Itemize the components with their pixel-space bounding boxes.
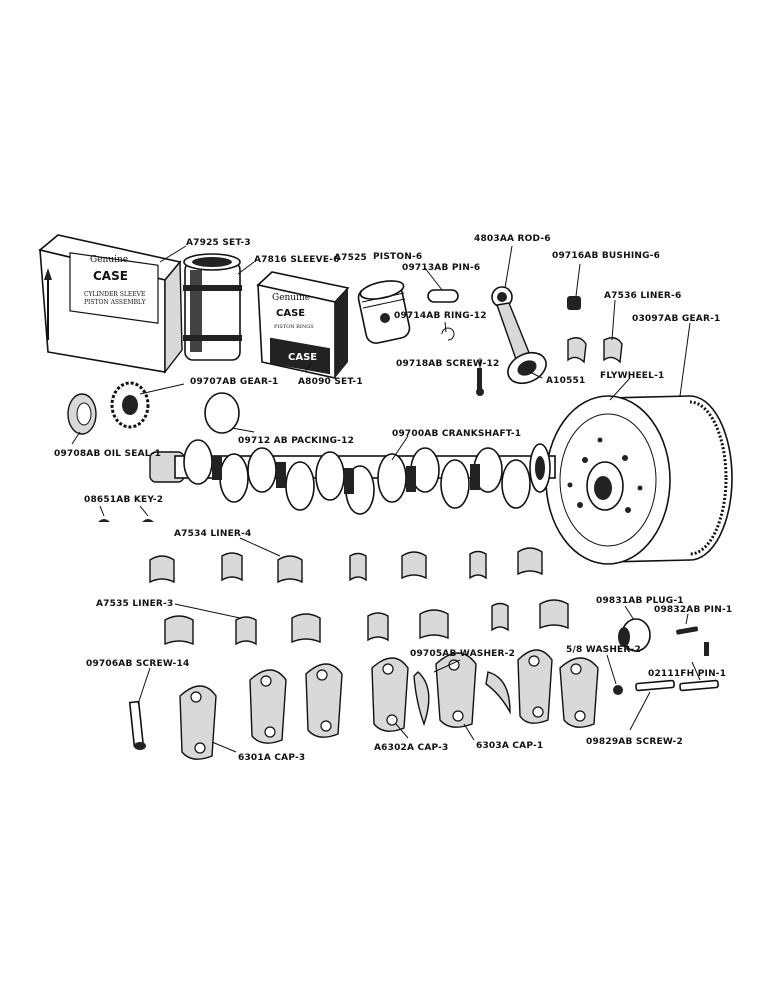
label-a10551: A10551 [546, 376, 585, 386]
sleeve-set-box: Genuine CASE CYLINDER SLEEVE PISTON ASSE… [38, 234, 183, 375]
package-case-logo: CASE [93, 269, 128, 283]
label-packing: 09712 AB PACKING-12 [238, 436, 354, 446]
package-line2: PISTON ASSEMBLY [84, 299, 147, 306]
label-flywheel: FLYWHEEL-1 [600, 371, 665, 381]
label-screw2: 09829AB SCREW-2 [586, 737, 683, 747]
ringset-case-logo: CASE [276, 308, 305, 319]
flywheel [545, 395, 733, 565]
main-liner-row-lower [164, 599, 569, 646]
piston [357, 280, 411, 344]
label-a7525: A7525 [334, 253, 367, 263]
key-left [98, 519, 110, 522]
dowel-pin-09832 [676, 626, 699, 635]
washer-5-8 [613, 685, 623, 695]
label-a7816: A7816 SLEEVE-6 [254, 255, 340, 265]
snap-ring [441, 327, 455, 341]
label-liner3: A7535 LINER-3 [96, 599, 173, 609]
oil-seal [67, 393, 97, 435]
cap-screw [128, 700, 146, 750]
label-rod: 4803AA ROD-6 [474, 234, 551, 244]
label-screw14: 09706AB SCREW-14 [86, 659, 189, 669]
label-a8090: A8090 SET-1 [298, 377, 363, 387]
label-pin6: 09713AB PIN-6 [402, 263, 480, 273]
label-cap6303: 6303A CAP-1 [476, 741, 543, 751]
package-line1: CYLINDER SLEEVE [84, 291, 145, 298]
packing-ring [204, 392, 240, 434]
piston-pin [427, 289, 459, 303]
piston-ring-set-box: Genuine CASE PISTON RINGS CASE [256, 271, 350, 379]
label-bushing: 09716AB BUSHING-6 [552, 251, 660, 261]
flywheel-screws [635, 679, 719, 692]
label-washer2: 09705AB WASHER-2 [410, 649, 515, 659]
label-gear09707: 09707AB GEAR-1 [190, 377, 279, 387]
cylinder-sleeve [183, 253, 242, 361]
label-gear1: 03097AB GEAR-1 [632, 314, 721, 324]
label-ring: 09714AB RING-12 [394, 311, 487, 321]
label-crankshaft: 09700AB CRANKSHAFT-1 [392, 429, 521, 439]
dowel-pin-02111 [704, 642, 709, 656]
main-liner-row-upper [149, 547, 543, 584]
label-screw12: 09718AB SCREW-12 [396, 359, 499, 369]
label-liner4: A7534 LINER-4 [174, 529, 251, 539]
label-pin1a: 09832AB PIN-1 [654, 605, 732, 615]
label-plug: 09831AB PLUG-1 [596, 596, 684, 606]
label-liner6: A7536 LINER-6 [604, 291, 681, 301]
rod-screw [476, 368, 484, 396]
connecting-rod [491, 286, 547, 385]
part-labels: A7925 SET-3 A7816 SLEEVE-6 A7525 PISTON-… [54, 234, 732, 763]
ringset-genuine-text: Genuine [272, 293, 310, 303]
label-washer58: 5/8 WASHER-2 [566, 645, 641, 655]
label-key: 08651AB KEY-2 [84, 495, 163, 505]
label-oilseal: 09708AB OIL SEAL-1 [54, 449, 161, 459]
rod-liner [567, 337, 623, 364]
key-right [142, 519, 154, 522]
ringset-case-small: CASE [288, 352, 317, 363]
rod-bushing [567, 296, 581, 310]
timing-gear [110, 381, 150, 429]
package-genuine-text: Genuine [90, 255, 128, 265]
label-piston: PISTON-6 [373, 252, 422, 262]
bearing-caps [179, 649, 599, 760]
crankshaft [149, 439, 556, 515]
label-a7925: A7925 SET-3 [186, 238, 251, 248]
plug [618, 618, 651, 652]
label-pin1b: 02111FH PIN-1 [648, 669, 726, 679]
label-capa6302: A6302A CAP-3 [374, 743, 449, 753]
thrust-washers [413, 671, 511, 727]
label-cap6301: 6301A CAP-3 [238, 753, 305, 763]
leader-lines [71, 245, 701, 753]
ringset-label: PISTON RINGS [274, 324, 314, 330]
